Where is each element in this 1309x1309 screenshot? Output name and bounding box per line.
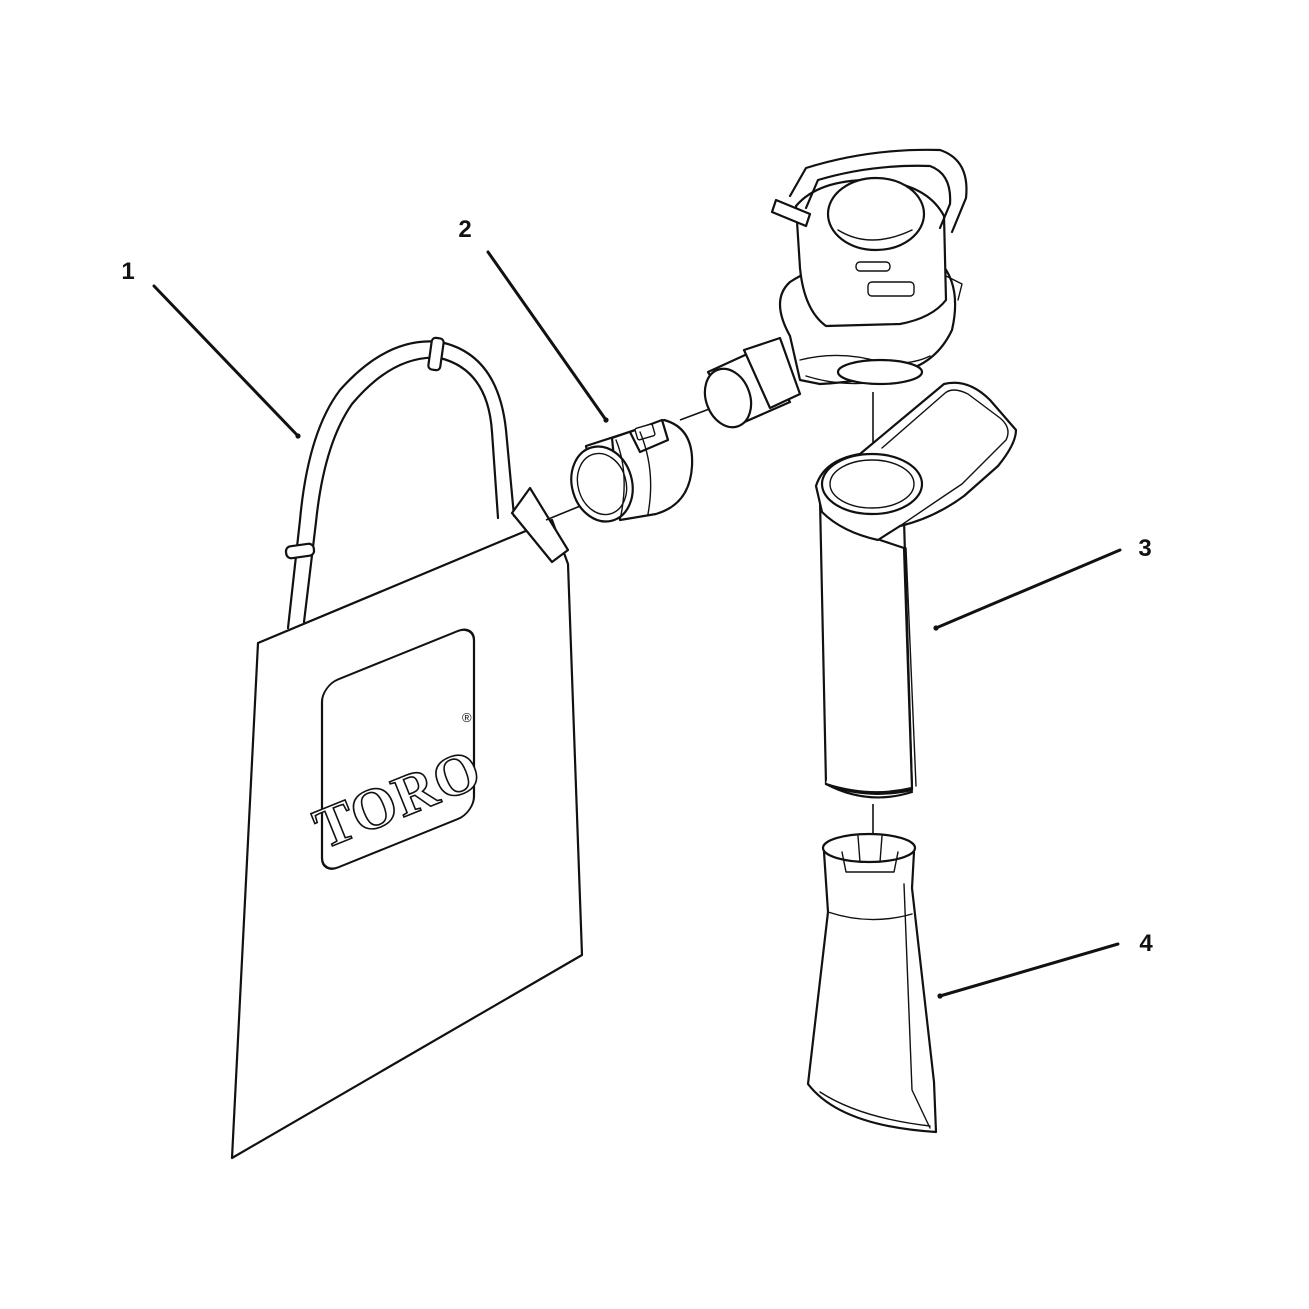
part-number-3: 3 — [1138, 535, 1151, 562]
part-number-2: 2 — [458, 216, 471, 243]
leader-line-4 — [938, 942, 1120, 998]
assembly-line — [679, 407, 713, 421]
nozzle-icon — [806, 832, 938, 1134]
bag-icon — [230, 336, 584, 1160]
blower-unit-icon — [703, 148, 968, 429]
leader-line-2 — [486, 250, 608, 422]
leader-line-3 — [934, 548, 1122, 630]
registered-mark: ® — [462, 710, 472, 725]
tube-icon — [814, 381, 1018, 799]
adapter-icon — [570, 418, 694, 523]
part-number-1: 1 — [121, 258, 134, 285]
part-number-4: 4 — [1139, 930, 1153, 957]
leader-line-1 — [152, 284, 300, 438]
